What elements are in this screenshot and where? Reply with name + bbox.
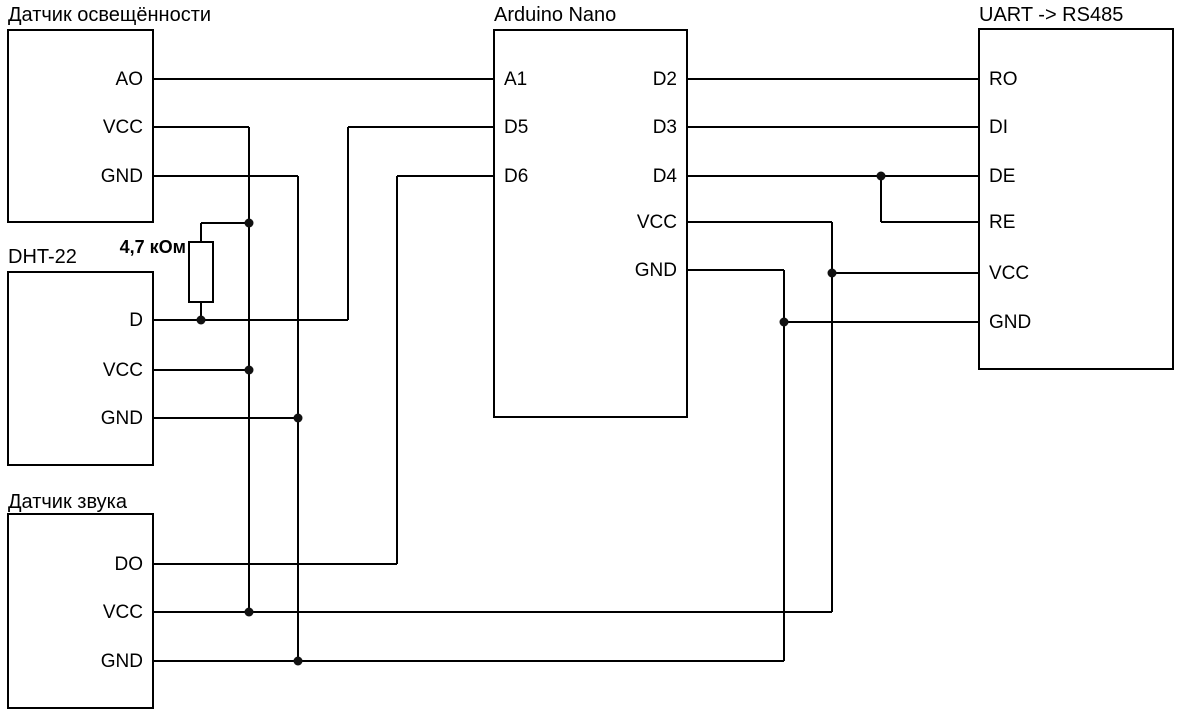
arduino-box (493, 29, 688, 418)
junction-dot-dht-gnd (293, 413, 303, 423)
pin-label-arduino-vcc: VCC (637, 212, 677, 233)
arduino-title: Arduino Nano (494, 4, 616, 26)
pin-label-arduino-gnd: GND (635, 260, 677, 281)
pin-label-uart-re: RE (989, 212, 1015, 233)
pin-label-uart-gnd: GND (989, 312, 1031, 333)
junction-dot-sound-vcc (244, 607, 254, 617)
junction-dot-d4-de-re (876, 171, 886, 181)
junction-dot-sound-gnd (293, 656, 303, 666)
pin-label-uart-de: DE (989, 166, 1015, 187)
pin-label-sound-vcc: VCC (103, 602, 143, 623)
light-sensor-box (7, 29, 154, 223)
pin-label-arduino-a1: A1 (504, 69, 527, 90)
pin-label-light-ao: AO (116, 69, 143, 90)
pin-label-light-vcc: VCC (103, 117, 143, 138)
pin-label-uart-ro: RO (989, 69, 1018, 90)
pin-label-light-gnd: GND (101, 166, 143, 187)
junction-dot-dht-vcc (244, 365, 254, 375)
dht22-title: DHT-22 (8, 246, 77, 268)
uart-rs485-box (978, 28, 1174, 370)
sound-sensor-title: Датчик звука (8, 491, 128, 513)
pin-label-arduino-d6: D6 (504, 166, 528, 187)
pin-label-dht-d: D (129, 310, 143, 331)
pin-label-uart-vcc: VCC (989, 263, 1029, 284)
pin-label-dht-gnd: GND (101, 408, 143, 429)
pin-label-uart-di: DI (989, 117, 1008, 138)
sound-sensor-box (7, 513, 154, 709)
pin-label-sound-do: DO (115, 554, 144, 575)
pin-label-arduino-d2: D2 (653, 69, 677, 90)
junction-dot-uart-gnd (779, 317, 789, 327)
pin-label-sound-gnd: GND (101, 651, 143, 672)
pin-label-dht-vcc: VCC (103, 360, 143, 381)
resistor-value-label: 4,7 кОм (120, 237, 186, 257)
junction-dot-uart-vcc (827, 268, 837, 278)
junction-dot-resistor-bottom-d (196, 315, 206, 325)
dht22-box (7, 271, 154, 466)
pin-label-arduino-d3: D3 (653, 117, 677, 138)
resistor-body (188, 241, 214, 303)
pin-label-arduino-d4: D4 (653, 166, 678, 187)
light-sensor-title: Датчик освещённости (8, 4, 211, 26)
junction-dot-resistor-top-vcc (244, 218, 254, 228)
pin-label-arduino-d5: D5 (504, 117, 528, 138)
uart-rs485-title: UART -> RS485 (979, 4, 1123, 26)
